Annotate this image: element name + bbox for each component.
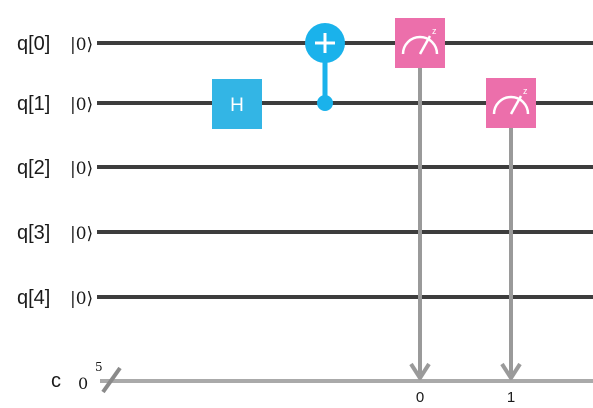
classical-init: 0 [78,374,88,393]
qubit-label-2: q[2] [17,157,50,179]
qubit-init-4: |0⟩ [70,289,93,309]
qubit-label-3: q[3] [17,222,50,244]
classical-bit-label-1: 1 [507,389,515,406]
qubit-label-4: q[4] [17,287,50,309]
measure-arrowhead-0 [409,362,431,380]
hadamard-label: H [230,95,244,116]
meter-icon [492,95,530,115]
qubit-label-1: q[1] [17,93,50,115]
measure-basis-1: z [523,86,528,96]
qubit-label-0: q[0] [17,33,50,55]
qubit-init-3: |0⟩ [70,224,93,244]
qubit-init-1: |0⟩ [70,95,93,115]
classical-bit-label-0: 0 [416,389,424,406]
classical-width-slash [101,366,122,394]
meter-needle-icon [418,35,432,55]
classical-label: c [51,370,61,392]
hadamard-gate[interactable] [212,79,262,129]
meter-needle-icon [509,95,523,115]
qubit-init-0: |0⟩ [70,35,93,55]
meter-icon [401,35,439,55]
measure-arrowhead-1 [500,362,522,380]
measure-gate-1[interactable] [486,78,536,128]
measure-gate-0[interactable] [395,18,445,68]
qubit-init-2: |0⟩ [70,159,93,179]
cnot-control-dot[interactable] [317,95,333,111]
classical-width: 5 [95,360,103,374]
measure-basis-0: z [432,26,437,36]
